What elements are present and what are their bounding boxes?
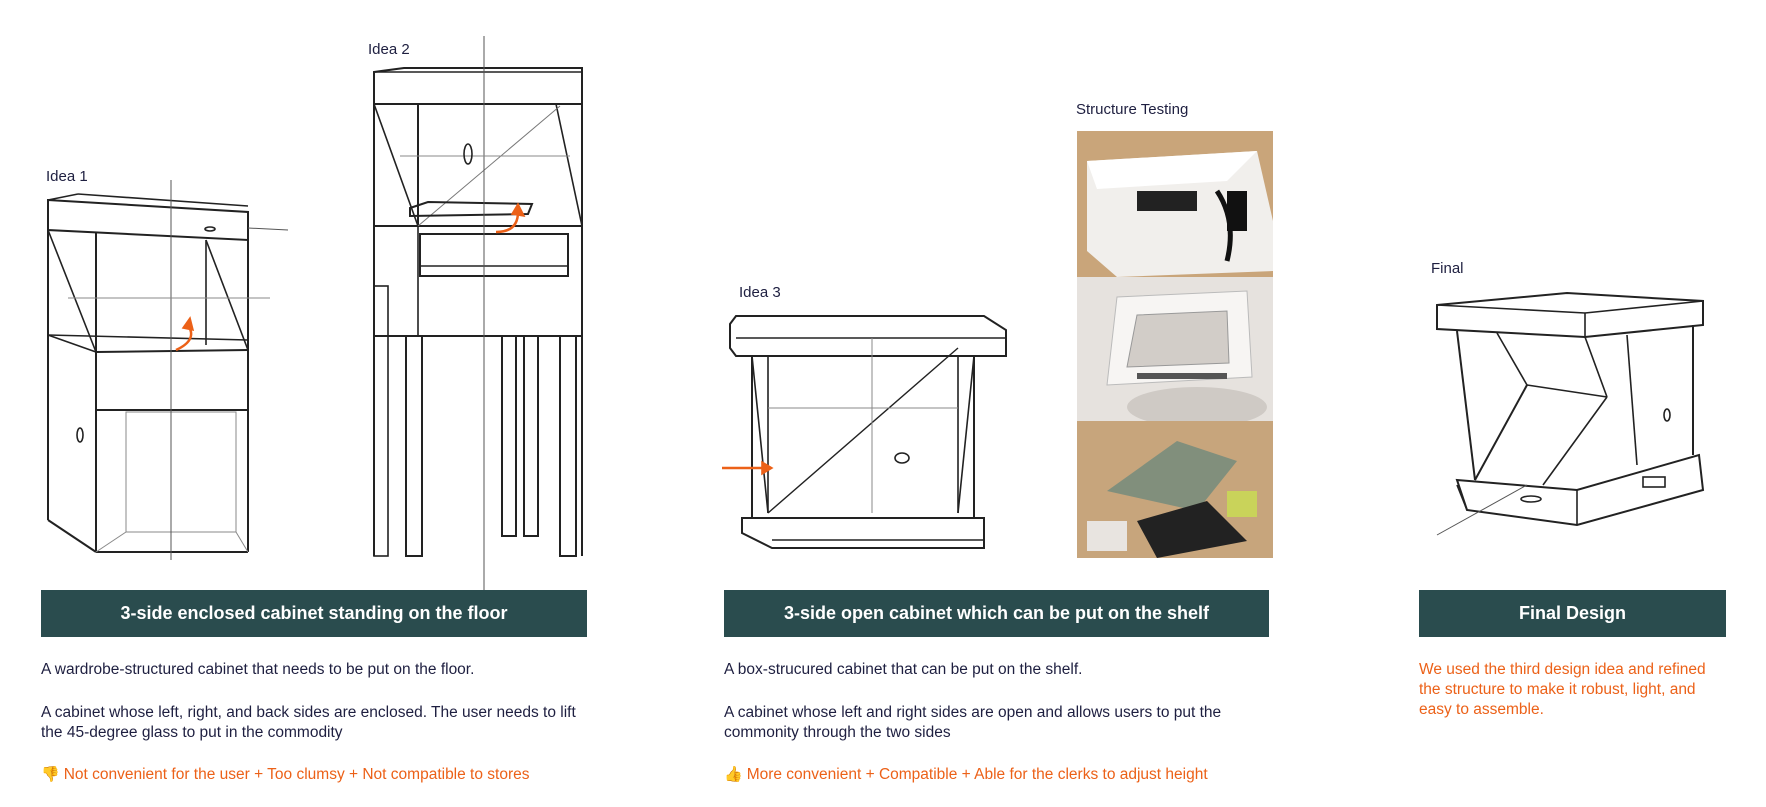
structure-testing-label: Structure Testing xyxy=(1076,101,1189,118)
structure-test-photo-2 xyxy=(1077,277,1273,421)
section2-verdict: 👍More convenient + Compatible + Able for… xyxy=(724,765,1284,785)
section1-description-2: A cabinet whose left, right, and back si… xyxy=(41,704,576,741)
thumbs-up-icon: 👍 xyxy=(724,766,743,783)
final-label: Final xyxy=(1431,260,1464,277)
idea3-label: Idea 3 xyxy=(739,284,781,301)
section1-description-1: A wardrobe-structured cabinet that needs… xyxy=(41,661,475,678)
section3-title-banner: Final Design xyxy=(1419,590,1726,637)
idea1-sketch xyxy=(38,180,298,570)
idea1-label: Idea 1 xyxy=(46,168,88,185)
final-design-sketch xyxy=(1427,285,1717,565)
section2-description-1: A box-strucured cabinet that can be put … xyxy=(724,661,1083,678)
section2-verdict-text: More convenient + Compatible + Able for … xyxy=(746,766,1208,783)
idea3-sketch xyxy=(722,308,1022,558)
structure-test-photo-1 xyxy=(1077,131,1273,277)
section2-title-banner: 3-side open cabinet which can be put on … xyxy=(724,590,1269,637)
thumbs-down-icon: 👎 xyxy=(41,766,60,783)
section1-verdict-text: Not convenient for the user + Too clumsy… xyxy=(63,766,530,783)
structure-test-photo-3 xyxy=(1077,421,1273,558)
section2-description-2: A cabinet whose left and right sides are… xyxy=(724,704,1222,741)
section3-description: We used the third design idea and refine… xyxy=(1419,661,1706,718)
section1-title-banner: 3-side enclosed cabinet standing on the … xyxy=(41,590,587,637)
section1-verdict: 👎Not convenient for the user + Too clums… xyxy=(41,765,601,785)
idea2-label: Idea 2 xyxy=(368,41,410,58)
idea2-sketch xyxy=(360,36,620,606)
